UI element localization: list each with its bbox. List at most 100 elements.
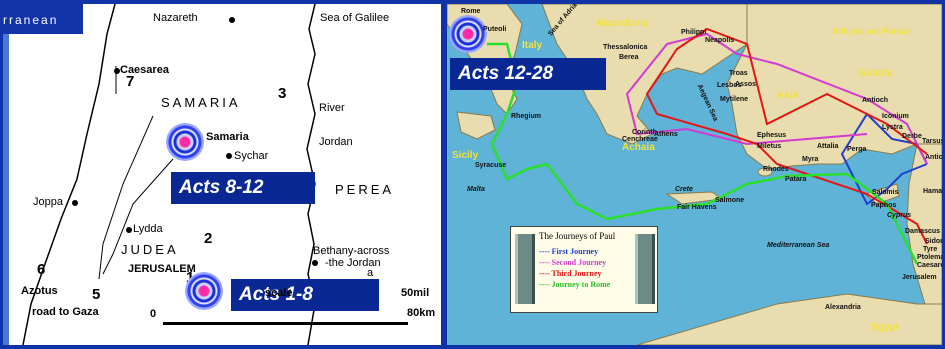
label-caesarea: Caesarea [120,64,169,76]
bullet-samaria [166,123,204,161]
label-ptolemais: Ptolemais [917,254,942,261]
dot-bethany [312,260,318,266]
legend-third-journey: ---- Third Journey [539,269,602,278]
label-crete: Crete [675,186,693,193]
label-judea: JUDEA [121,242,179,257]
label-achaia: Achaia [622,142,655,153]
label-azotus: Azotus [21,285,58,297]
number-7: 7 [126,73,135,90]
label-road-to-gaza: road to Gaza [32,306,99,318]
label-syracuse: Syracuse [475,162,507,169]
label-caesarea: Caesarea [917,262,942,269]
land-crete [665,191,724,205]
legend-first-journey: ---- First Journey [539,247,599,256]
label-bethany-2: -the Jordan [325,257,381,269]
label-fair-havens: Fair Havens [677,204,717,211]
label-bethany-1: Bethany-across [313,245,390,257]
label-malta: Malta [467,186,485,193]
label-thessalonica: Thessalonica [603,44,648,51]
label-antioch-pisidia: Antioch [862,97,889,104]
label-jerusalem: Jerusalem [902,274,937,281]
scale-zero: 0 [150,308,157,320]
label-joppa: Joppa [33,196,63,208]
legend-second-journey: ---- Second Journey [539,258,607,267]
label-paphos: Paphos [871,202,897,209]
bullet-rome [449,15,487,53]
scale-km: 80km [407,307,436,319]
scale-bar [163,322,408,325]
number-2: 2 [204,230,213,247]
number-5: 5 [92,286,101,303]
label-hamath: Hamath [923,188,942,195]
label-alexandria: Alexandria [825,304,861,311]
label-cenchreae: Cenchreae [622,136,658,143]
label-lydda: Lydda [133,223,163,235]
sea-fill [3,4,83,34]
label-lesbos: Lesbos [717,82,742,89]
label-mediterranean: rranean [3,13,59,27]
acts-1-8-label: Acts 1-8 [231,279,379,311]
acts-8-12-label: Acts 8-12 [171,172,315,204]
label-miletus: Miletus [757,143,782,150]
number-3: 3 [278,85,287,102]
label-mediterranean-sea: Mediterranean Sea [767,242,830,249]
label-patara: Patara [785,176,807,183]
label-perea: PEREA [335,182,395,197]
sea-strip [3,34,9,345]
label-athens: Athens [654,131,678,138]
route-journey-to-rome [487,42,919,265]
label-jordan: Jordan [319,136,353,148]
number-6: 6 [37,261,46,278]
label-a: a [367,267,374,279]
label-sychar: Sychar [234,150,269,162]
label-italy: Italy [522,40,543,51]
label-mytilene: Mytilene [720,96,749,103]
label-rhegium: Rhegium [511,113,541,120]
palestine-map: rranean Nazareth Sea of Galilee Caesarea… [3,4,441,345]
dot-sychar [226,153,232,159]
label-rhodes: Rhodes [763,166,789,173]
label-nazareth: Nazareth [153,12,198,24]
land-egypt [636,293,942,345]
acts-12-28-label: Acts 12-28 [450,58,606,90]
label-jerusalem: JERUSALEM [128,263,196,275]
journeys-map-graphics [447,4,942,345]
label-tyre: Tyre [923,246,938,253]
label-neapolis: Neapolis [705,37,735,44]
land-balkans [541,4,748,145]
label-perga: Perga [847,146,867,153]
label-sicily: Sicily [452,150,479,161]
dot-nazareth [229,17,235,23]
dot-lydda [126,227,132,233]
label-troas: Troas [729,70,748,77]
label-damascus: Damascus [905,228,941,235]
label-philippi: Philippi [681,29,707,36]
label-berea: Berea [619,54,639,61]
label-antioch-syria: Antioch [925,154,942,161]
land-sicily [456,111,496,140]
legend-column-left [515,234,535,304]
label-samaria-city: Samaria [206,131,249,143]
label-puteoli: Puteoli [483,26,507,33]
journeys-legend: The Journeys of Paul ---- First Journey … [510,226,658,313]
label-derbe: Derbe [902,133,922,140]
label-ephesus: Ephesus [757,132,787,139]
label-corinth: Corinth [632,129,657,136]
label-macedonia: Macedonia [597,18,649,29]
scale-miles: 50mil [401,287,430,299]
legend-title: The Journeys of Paul [539,231,616,241]
label-iconium: Iconium [882,113,909,120]
coastline [22,4,116,345]
dot-caesarea [114,68,120,74]
label-rome: Rome [461,8,481,15]
label-lystra: Lystra [882,124,903,131]
legend-journey-to-rome: ---- Journey to Rome [539,280,611,289]
label-river: River [319,102,345,114]
label-scale: scale [265,287,293,299]
legend-column-right [635,234,655,304]
mediterranean-map: Acts 12-28 Rome Puteoli Italy Sea of Adr… [447,4,942,345]
label-myra: Myra [802,156,819,163]
land-rhodes [757,167,773,177]
label-sidon: Sidon [925,238,942,245]
label-egypt: Egypt [871,322,899,333]
